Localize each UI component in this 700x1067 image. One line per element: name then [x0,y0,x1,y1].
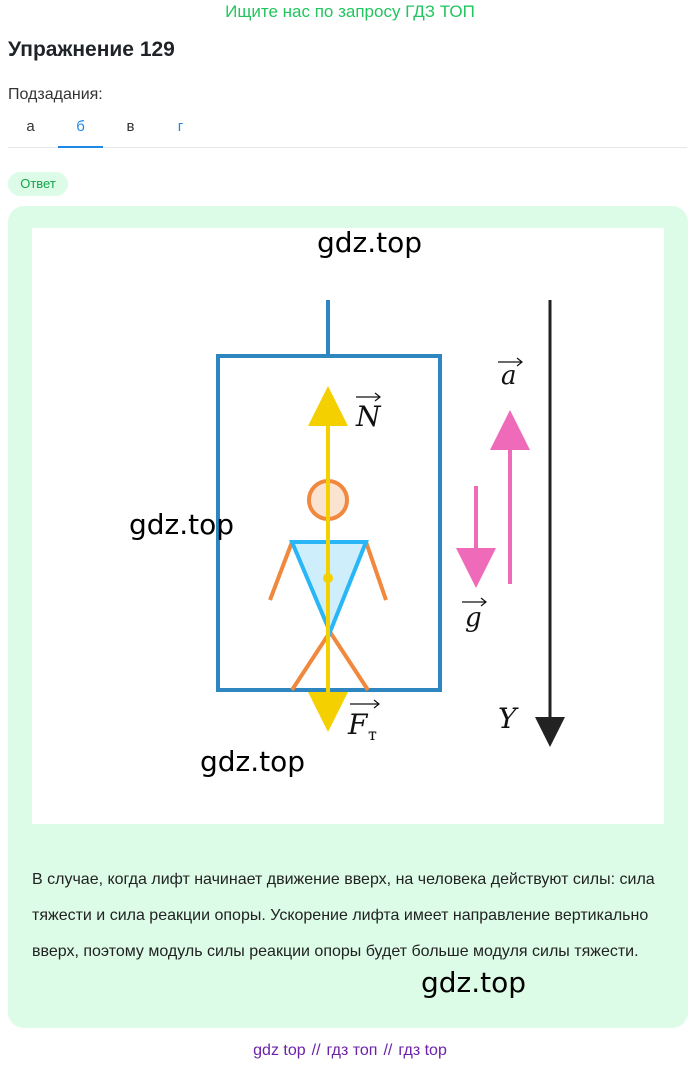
tab-b[interactable]: б [58,112,103,148]
tab-v[interactable]: в [126,118,135,135]
label-y-axis: Y [498,702,519,735]
right-arm [364,541,388,601]
tab-a[interactable]: а [26,118,35,135]
answer-badge: Ответ [8,172,68,196]
svg-text:т: т [368,725,377,744]
footer-link-2[interactable]: гдз топ [326,1042,378,1059]
center-of-mass-dot [323,573,333,583]
watermark-left: gdz.top [129,508,235,541]
label-gravity-accel: g [462,597,487,633]
answer-watermark: gdz.top [421,966,527,999]
answer-card: N a g F т Y gdz.top gdz.top gdz.top [8,206,688,1028]
tab-g[interactable]: г [177,118,184,135]
left-leg [290,630,332,692]
svg-text:F: F [347,708,369,741]
elevator-diagram: N a g F т Y [216,300,565,747]
footer-separator: // [311,1042,321,1059]
label-acceleration: a [498,357,523,391]
left-arm [268,541,294,601]
promo-banner[interactable]: Ищите нас по запросу ГДЗ ТОП [225,2,475,21]
svg-text:N: N [355,400,382,433]
svg-text:g: g [465,603,482,633]
right-leg [328,630,370,692]
watermark-bottom: gdz.top [200,745,306,778]
footer-link-3[interactable]: гдз top [398,1042,447,1059]
watermark-top: gdz.top [317,226,423,259]
subtask-tabs: а б в г [8,112,687,148]
page-title: Упражнение 129 [8,38,175,61]
label-normal-force: N [355,392,382,433]
footer-link-1[interactable]: gdz top [253,1042,306,1059]
label-gravity-force: F т [347,699,380,744]
answer-text: В случае, когда лифт начинает движение в… [32,871,655,960]
subtasks-label: Подзадания: [8,86,103,103]
footer-separator: // [383,1042,393,1059]
elevator-figure: N a g F т Y gdz.top gdz.top gdz.top [32,226,664,824]
footer-links: gdz top // гдз топ // гдз top [0,1042,700,1060]
svg-text:a: a [501,361,517,391]
